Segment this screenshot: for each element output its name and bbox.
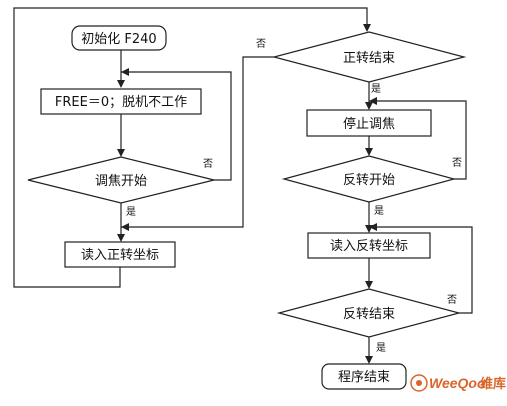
forward-end-yes-label: 是 [371,83,381,95]
forward-end-no-label: 否 [256,38,266,50]
arrowhead [117,234,125,242]
init-node [71,25,167,51]
arrowhead [117,149,125,157]
reverse-start-no-label: 否 [452,157,462,169]
focus-start-yes-label: 是 [126,206,136,218]
edge-focus-no-loop [121,71,232,181]
arrowhead [365,102,373,110]
reverse-end-node-label: 反转结束 [343,307,395,322]
watermark-logo: WeeQoo 维库 [410,374,506,392]
arrowhead [365,356,373,364]
edge-reverse-end-no [369,226,473,314]
reverse-end-yes-label: 是 [376,342,386,354]
program-end-node-label: 程序结束 [338,370,390,385]
reverse-start-yes-label: 是 [374,205,384,217]
program-end-node [321,363,407,390]
arrowhead [363,24,371,32]
arrowhead [117,80,125,88]
reverse-end-no-label: 否 [447,294,457,306]
read-forward-node-label: 读入正转坐标 [81,248,159,263]
arrowhead [365,148,373,156]
focus-start-node-label: 调焦开始 [95,174,147,189]
free-node [40,88,202,115]
edge-forward-to-right [13,7,368,288]
reverse-start-node-label: 反转开始 [343,173,395,188]
watermark-suffix: 维库 [480,376,506,392]
stop-focus-node-label: 停止调焦 [343,116,395,132]
watermark-icon-dot [416,380,422,386]
read-reverse-node [307,232,431,259]
watermark-brand: WeeQoo [429,375,486,391]
free-node-label: FREE＝0；脱机不工作 [55,95,187,110]
arrowhead [365,281,373,289]
forward-end-node-label: 正转结束 [343,51,395,66]
init-node-label: 初始化 F240 [81,32,156,47]
edge-forward-no [121,56,274,228]
edge-reverse-start-no [369,100,467,180]
read-reverse-node-label: 读入反转坐标 [330,239,408,254]
watermark-icon [410,374,428,392]
focus-start-no-label: 否 [203,158,213,170]
